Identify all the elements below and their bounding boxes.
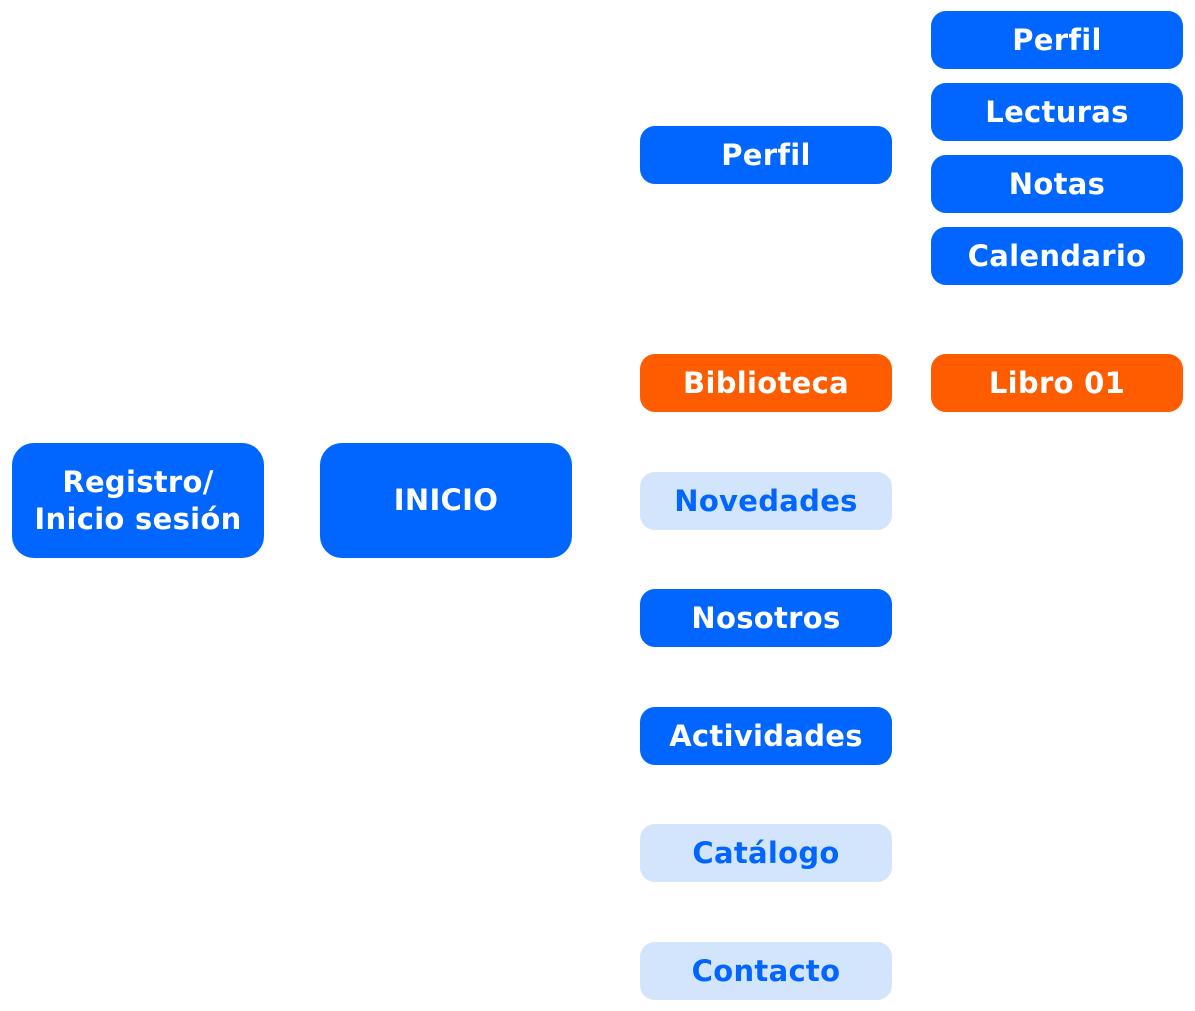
- calendario-label: Calendario: [967, 239, 1147, 273]
- libro-01-label: Libro 01: [988, 366, 1126, 400]
- novedades-label: Novedades: [674, 484, 858, 518]
- calendario-node[interactable]: Calendario: [931, 227, 1183, 285]
- novedades-node[interactable]: Novedades: [640, 472, 892, 530]
- nosotros-label: Nosotros: [691, 601, 841, 635]
- registro-label: Registro/: [62, 464, 214, 499]
- notas-node[interactable]: Notas: [931, 155, 1183, 213]
- inicio-sesion-label: Inicio sesión: [34, 501, 242, 536]
- contacto-node[interactable]: Contacto: [640, 942, 892, 1000]
- lecturas-node[interactable]: Lecturas: [931, 83, 1183, 141]
- perfil-node[interactable]: Perfil: [640, 126, 892, 184]
- catalogo-node[interactable]: Catálogo: [640, 824, 892, 882]
- perfil-label: Perfil: [721, 138, 811, 172]
- biblioteca-label: Biblioteca: [683, 366, 849, 400]
- actividades-node[interactable]: Actividades: [640, 707, 892, 765]
- libro-01-node[interactable]: Libro 01: [931, 354, 1183, 412]
- biblioteca-node[interactable]: Biblioteca: [640, 354, 892, 412]
- sub-perfil-node[interactable]: Perfil: [931, 11, 1183, 69]
- lecturas-label: Lecturas: [985, 95, 1129, 129]
- inicio-node[interactable]: INICIO: [320, 443, 572, 558]
- contacto-label: Contacto: [691, 954, 841, 988]
- inicio-label: INICIO: [393, 483, 499, 517]
- notas-label: Notas: [1008, 167, 1106, 201]
- sub-perfil-label: Perfil: [1012, 23, 1102, 57]
- actividades-label: Actividades: [669, 719, 863, 753]
- nosotros-node[interactable]: Nosotros: [640, 589, 892, 647]
- catalogo-label: Catálogo: [692, 836, 840, 870]
- registro-inicio-sesion-node[interactable]: Registro/ Inicio sesión: [12, 443, 264, 558]
